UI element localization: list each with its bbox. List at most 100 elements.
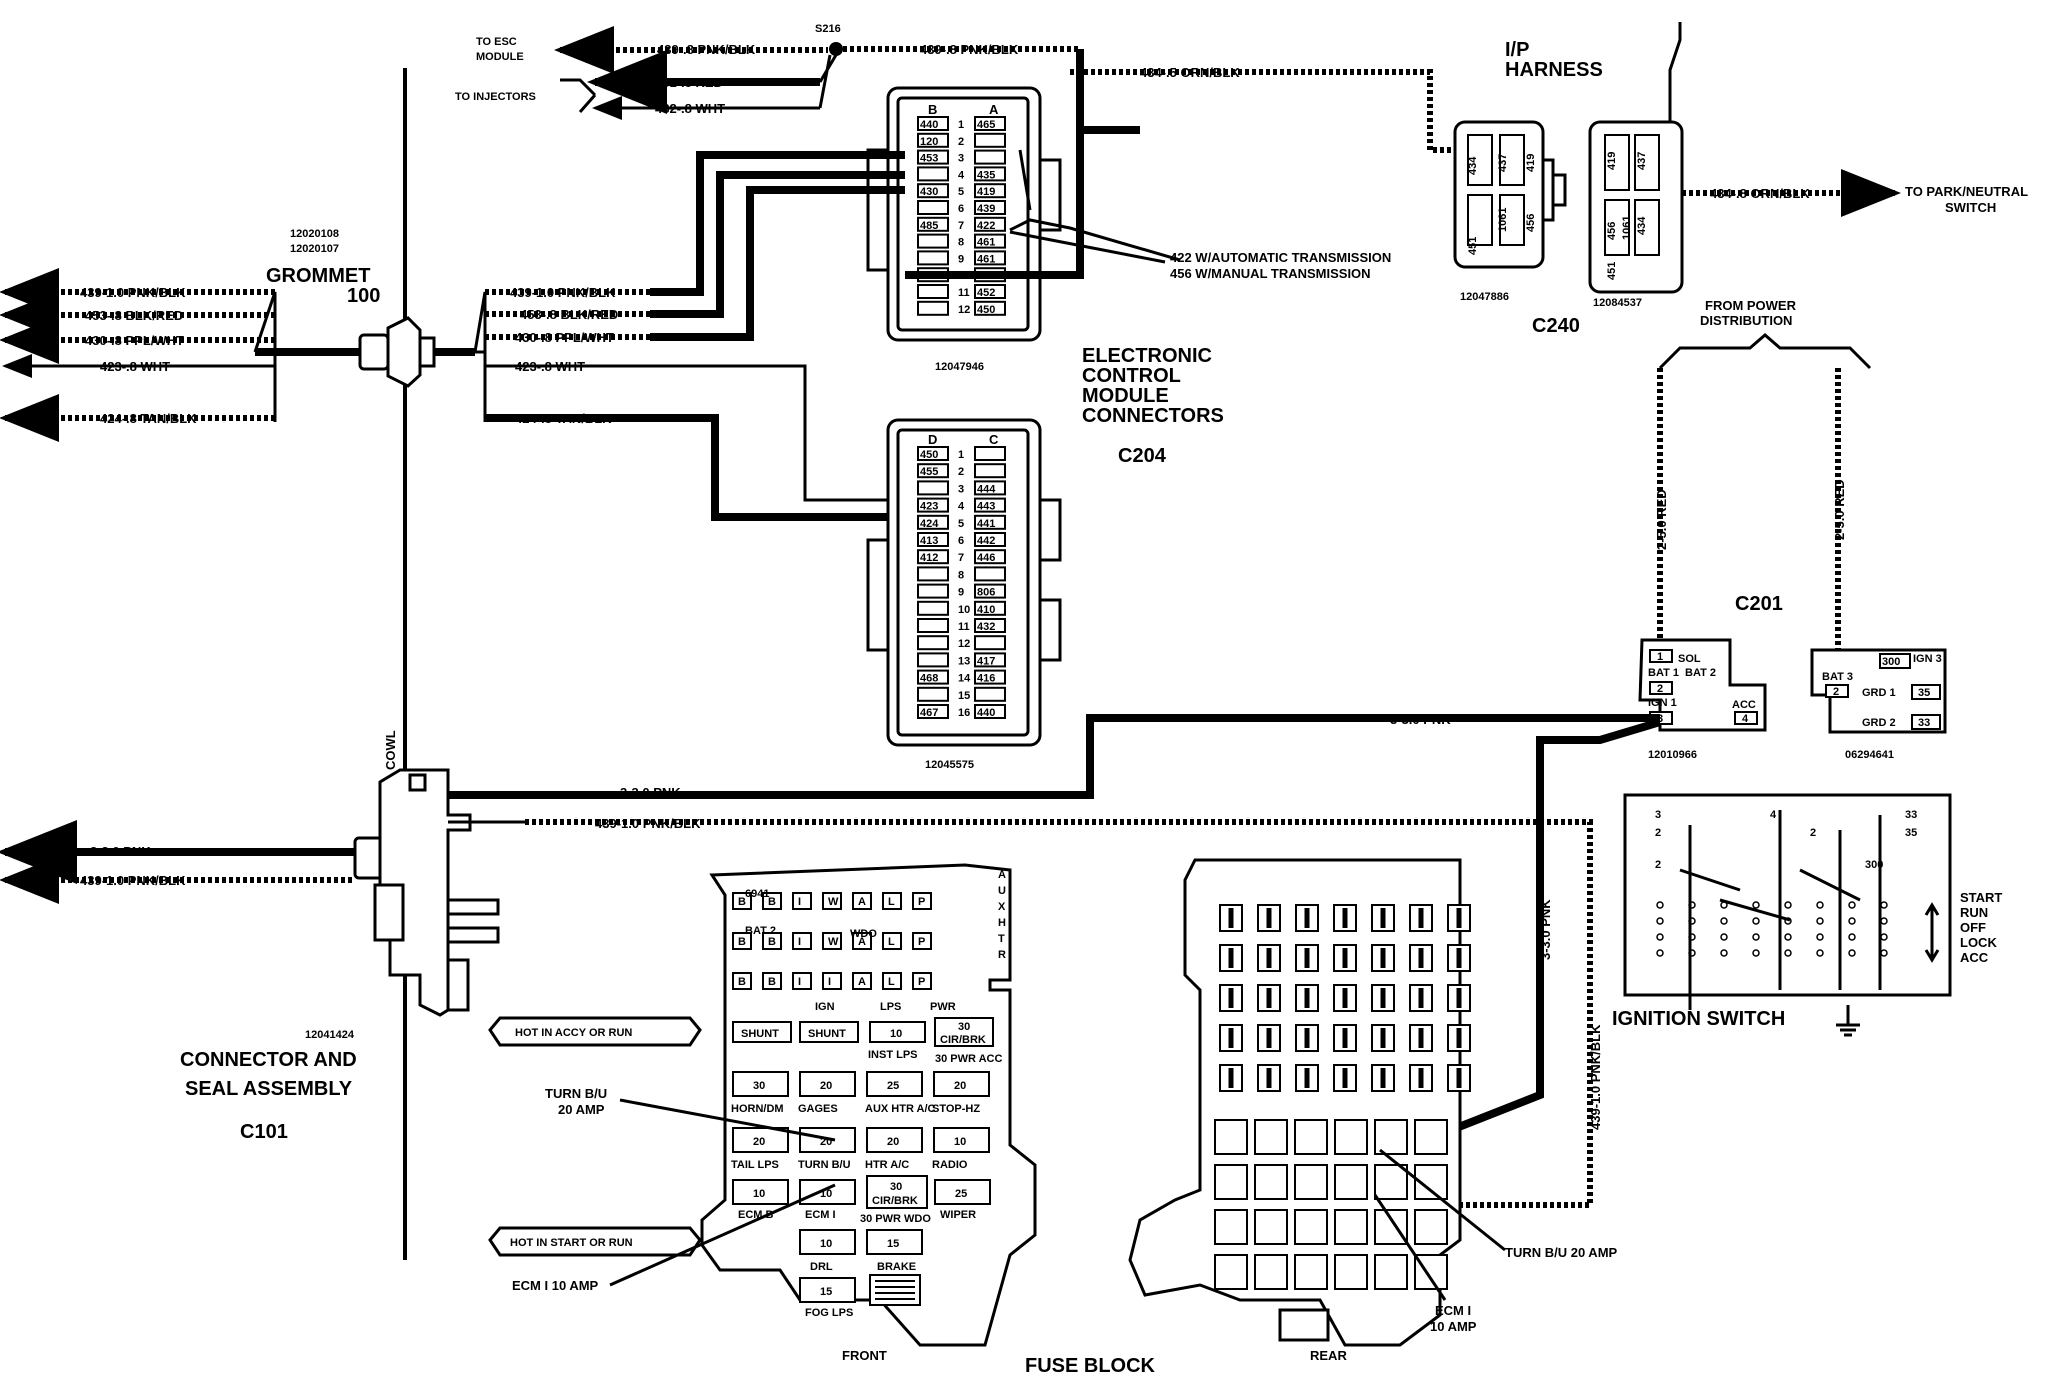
front-side-letter: H [998, 917, 1006, 929]
front-fuse-cell [934, 1179, 991, 1205]
ecm-bottom-pin-c: 806 [977, 587, 995, 599]
switch-arrow-icon [1924, 902, 1940, 963]
ecm-bottom-row-num: 13 [958, 655, 970, 667]
rear-fuse-cell [1334, 1164, 1368, 1200]
ecm-bottom-cell-d [917, 652, 949, 668]
ecm-top-row-num: 2 [958, 136, 964, 148]
front-fuse-amp: 15 [820, 1286, 832, 1298]
ecm-bottom-pin-c: 442 [977, 535, 995, 547]
ign-contact [1848, 901, 1856, 909]
front-side-letter: T [998, 933, 1005, 945]
front-relay-letter: I [798, 896, 801, 908]
ecm-top-pin-b: 430 [920, 186, 938, 198]
c240-right-pin: 437 [1636, 152, 1648, 170]
part-06294641: 06294641 [1845, 749, 1894, 761]
wire-s216-down [1076, 49, 1140, 134]
wire-ecm-top-2 [650, 171, 905, 318]
s216-label: S216 [815, 23, 841, 35]
ip-harness-label-2: HARNESS [1505, 59, 1603, 81]
c201b-grd1: GRD 1 [1862, 687, 1896, 699]
ignition-switch-label: IGNITION SWITCH [1612, 1008, 1785, 1030]
front-fuse-cell [866, 1071, 923, 1097]
front-relay-cell [912, 972, 932, 990]
front-relay-letter: B [768, 976, 776, 988]
rear-fuse-cell [1334, 1254, 1368, 1290]
ecm-bottom-cell-c [974, 635, 1006, 651]
wire-481-to-s216 [818, 54, 838, 109]
ip-harness-label: I/P [1505, 39, 1529, 61]
rear-fuse-cell [1334, 1119, 1368, 1155]
front-fuse-amp: 20 [753, 1136, 765, 1148]
wire-3-pnk-top [525, 714, 1660, 799]
ecm-top-cell-a [974, 284, 1006, 299]
c240-left-pin: 451 [1467, 237, 1479, 255]
ecm-top-pin-b: 120 [920, 136, 938, 148]
front-fuse-amp: 20 [820, 1080, 832, 1092]
ecm-bottom-cell-d [917, 618, 949, 633]
c201-connector: 1 2 3 4 SOL BAT 1 BAT 2 IGN 1 ACC [1638, 638, 1767, 732]
to-injectors-label: TO INJECTORS [455, 91, 536, 103]
front-side-letter: X [998, 901, 1006, 913]
wire-423-mid [485, 364, 905, 502]
ecm-top-pin-a: 452 [977, 287, 995, 299]
ign-contact [1720, 917, 1728, 925]
front-fuse-cell [866, 1127, 923, 1153]
ign-contact [1880, 901, 1888, 909]
switch-acc: ACC [1960, 950, 1989, 965]
ign-contact [1752, 949, 1760, 957]
rear-fuse-cell [1374, 1254, 1408, 1290]
ecm-top-cell-a [974, 183, 1006, 199]
wire-430-mid-label: 430-.8 PPL/WHT [515, 330, 614, 345]
ecm-bottom-cell-d [917, 583, 949, 599]
front-relay-letter: A [858, 936, 866, 948]
ecm-top-row-num: 7 [958, 220, 964, 232]
manual-trans-note: 456 W/MANUAL TRANSMISSION [1170, 266, 1371, 281]
part-12020107: 12020107 [290, 243, 339, 255]
front-relay-cell [732, 972, 752, 990]
rear-fuse-cell [1374, 1164, 1408, 1200]
part-12047946: 12047946 [935, 361, 984, 373]
ign-pin-label: 33 [1905, 809, 1917, 821]
c201-pin-2: 2 [1657, 683, 1663, 695]
c201b-pin-33: 33 [1918, 717, 1930, 729]
front-relay-letter: W [828, 896, 839, 908]
c201-bat2: BAT 2 [1685, 667, 1716, 679]
wire-439-mid-label: 439-1.0 PNK/BLK [510, 285, 616, 300]
ecm-bottom-cell-d [917, 549, 949, 565]
wire-423-mid-label: 423-.8 WHT [515, 359, 585, 374]
turn-bu-rear-leader [1379, 1148, 1506, 1252]
turn-bu-label-2: 20 AMP [558, 1102, 605, 1117]
front-relay-letter: B [738, 896, 746, 908]
wire-434-top-label: 434-.5 ORN/BLK [1140, 65, 1240, 80]
ecm-bottom-pin-c: 432 [977, 621, 995, 633]
front-relay-cell [822, 892, 842, 910]
wire-ecm-top-5 [1009, 218, 1181, 262]
front-relay-cell [822, 932, 842, 950]
front-fuse-amp: 25 [887, 1080, 899, 1092]
front-fuse-name: AUX HTR A/C [865, 1103, 936, 1115]
ecm-bottom-cell-c [974, 600, 1006, 616]
wire-3-pnk-mid-label: 3-3.0 PNK [620, 785, 681, 800]
ecm-bottom-row-num: 7 [958, 552, 964, 564]
ecm-bottom-pin-d: 455 [920, 466, 938, 478]
front-small-label: PWR [930, 1001, 956, 1013]
ecm-bottom-cell-c [974, 497, 1006, 513]
ecm-bottom-cell-c [974, 549, 1006, 565]
ign-contact [1880, 917, 1888, 925]
front-relay-letter: A [858, 896, 866, 908]
hot-start-text: HOT IN START OR RUN [510, 1237, 633, 1249]
front-relay-letter: W [828, 936, 839, 948]
front-fuse-name: DRL [810, 1261, 833, 1273]
wire-434-right-label: 434-.8 ORN/BLK [1710, 186, 1810, 201]
c201b-grd2: GRD 2 [1862, 717, 1896, 729]
rear-fuse-cell [1294, 1119, 1328, 1155]
c201b-connector: 2 300 35 33 BAT 3 IGN 3 GRD 1 GRD 2 [1810, 648, 1947, 734]
front-cb-name: CIR/BRK [940, 1034, 986, 1046]
ign-pin-label: 2 [1655, 859, 1661, 871]
ecm-bottom-row-num: 5 [958, 518, 964, 530]
switch-start: START [1960, 890, 2002, 905]
ign-contact [1848, 933, 1856, 941]
ecm-bottom-cell-d [917, 463, 949, 479]
